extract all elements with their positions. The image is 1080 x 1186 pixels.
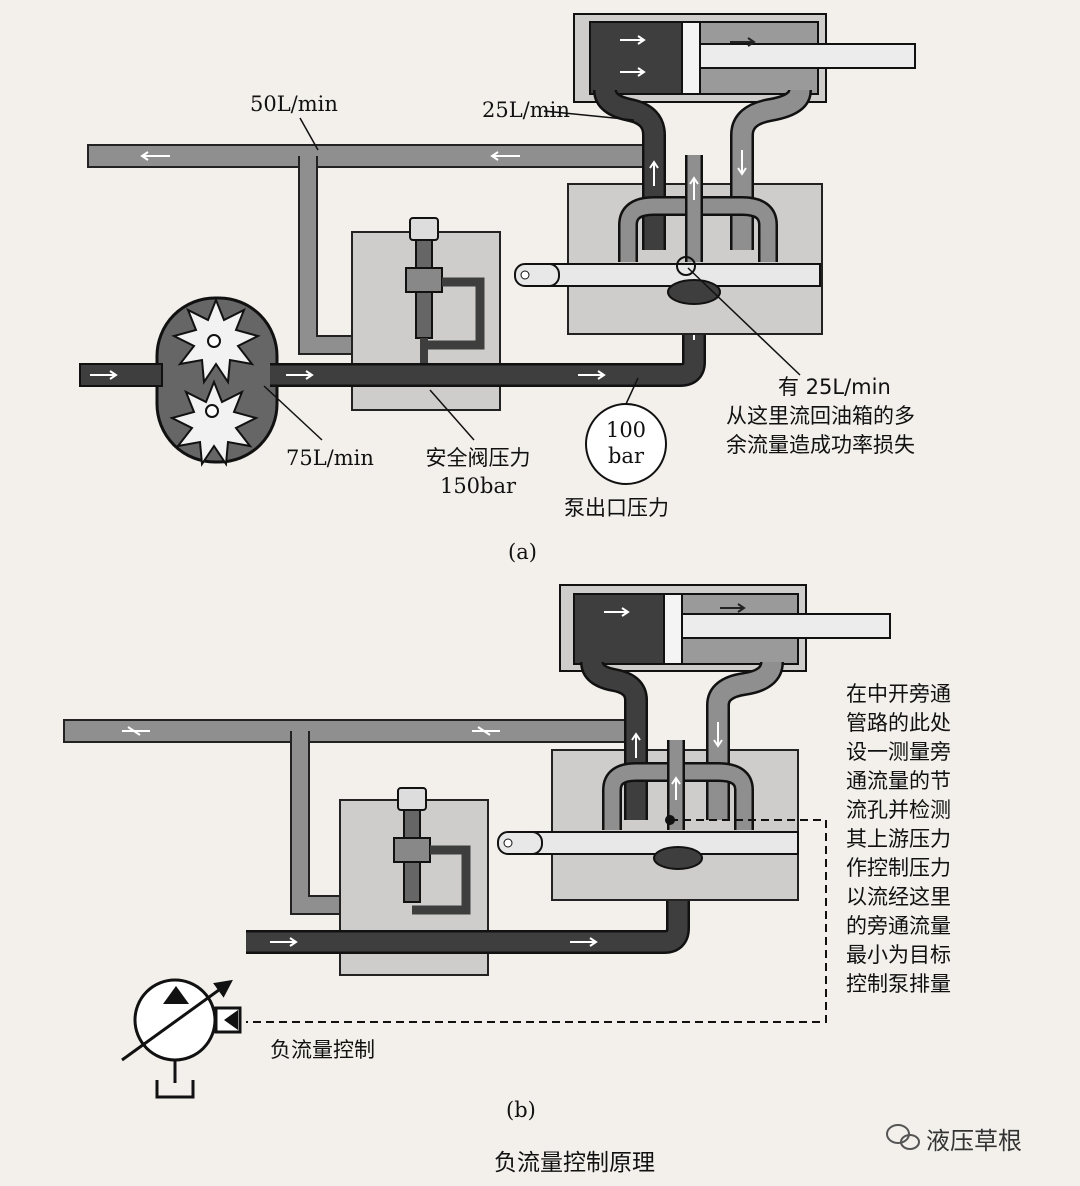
gauge-value: 100	[605, 418, 647, 442]
figure-title: 负流量控制原理	[494, 1150, 655, 1176]
return-arrows-b	[122, 726, 500, 736]
valve-spool-b	[497, 831, 799, 855]
diagram-a	[79, 13, 916, 485]
watermark-text: 液压草根	[926, 1127, 1022, 1155]
inlet-line-a	[79, 363, 163, 387]
relief-pressure-value: 150bar	[439, 474, 517, 498]
bypass-note-line2: 从这里流回油箱的多	[726, 404, 915, 428]
wechat-icon	[886, 1124, 920, 1150]
return-line-a	[87, 144, 651, 168]
gauge-unit: bar	[607, 444, 644, 468]
negative-flow-control-label: 负流量控制	[270, 1038, 375, 1062]
control-signal-line-b	[246, 819, 827, 1023]
return-arrows-a	[140, 151, 520, 161]
caption-b: (b)	[506, 1098, 536, 1122]
caption-a: (a)	[508, 540, 537, 564]
gear-pump-a	[155, 296, 279, 467]
leader-lines-a	[263, 110, 801, 441]
bypass-point-a	[676, 256, 696, 276]
watermark: 液压草根	[926, 1121, 1022, 1156]
flow-50-label: 50L/min	[250, 92, 338, 116]
cylinder-a	[573, 13, 916, 103]
bypass-note-line1: 有 25L/min	[778, 375, 891, 399]
relief-valve-a	[405, 217, 485, 372]
diagram-b	[63, 584, 891, 1099]
bypass-sensing-note: 在中开旁通 管路的此处 设一测量旁 通流量的节 流孔并检测 其上游压力 作控制压…	[846, 682, 951, 996]
work-arrows-b	[631, 722, 723, 800]
relief-pressure-label: 安全阀压力	[425, 446, 531, 470]
bypass-note-line3: 余流量造成功率损失	[726, 433, 915, 457]
work-arrows-a	[649, 150, 747, 200]
relief-valve-b	[393, 787, 471, 915]
valve-spool-a	[514, 263, 821, 287]
pump-outlet-label: 泵出口压力	[564, 496, 669, 520]
flow-25-label: 25L/min	[482, 98, 570, 122]
flow-75-label: 75L/min	[286, 446, 374, 470]
cylinder-b	[559, 584, 891, 672]
variable-pump-symbol	[121, 978, 242, 1099]
